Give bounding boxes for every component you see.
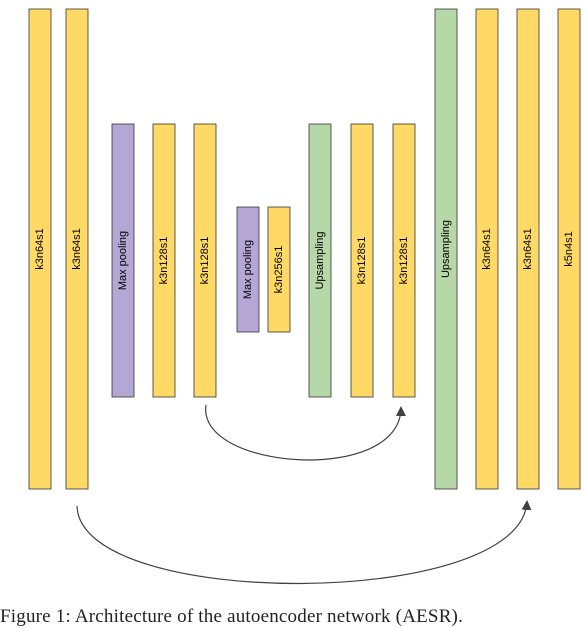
- layer-7-conv: k3n256s1: [267, 206, 291, 333]
- skip-connections-group: [76, 404, 532, 585]
- figure-caption: Figure 1: Architecture of the autoencode…: [0, 606, 464, 627]
- layer-label: Max pooling: [117, 231, 129, 290]
- layer-14-conv: k5n4s1: [557, 8, 581, 490]
- layer-5-conv: k3n128s1: [193, 123, 217, 398]
- layer-label: k3n64s1: [71, 228, 83, 270]
- layer-block: [267, 206, 291, 333]
- layer-10-conv: k3n128s1: [392, 123, 416, 398]
- layer-block: [111, 123, 135, 398]
- layer-block: [65, 8, 89, 490]
- layer-4-conv: k3n128s1: [152, 123, 176, 398]
- layer-block: [392, 123, 416, 398]
- layer-label: k3n64s1: [522, 228, 534, 270]
- layer-label: k3n128s1: [199, 237, 211, 285]
- layer-13-conv: k3n64s1: [516, 8, 540, 490]
- layer-label: k5n4s1: [563, 231, 575, 266]
- skip-connection-arrow: [205, 404, 406, 461]
- layer-block: [516, 8, 540, 490]
- architecture-diagram: k3n64s1 k3n64s1 Max pooling k3n128s1 k3n128s…: [28, 8, 581, 585]
- layer-block: [152, 123, 176, 398]
- layers-group: k3n64s1 k3n64s1 Max pooling k3n128s1 k3n128s…: [28, 8, 581, 490]
- layer-3-pool: Max pooling: [111, 123, 135, 398]
- layer-block: [28, 8, 52, 490]
- layer-11-upsample: Upsampling: [434, 8, 458, 490]
- layer-label: Upsampling: [440, 220, 452, 278]
- layer-12-conv: k3n64s1: [475, 8, 499, 490]
- layer-label: k3n128s1: [356, 237, 368, 285]
- layer-1-conv: k3n64s1: [28, 8, 52, 490]
- layer-2-conv: k3n64s1: [65, 8, 89, 490]
- layer-label: k3n64s1: [34, 228, 46, 270]
- layer-label: k3n128s1: [158, 237, 170, 285]
- layer-9-conv: k3n128s1: [350, 123, 374, 398]
- layer-label: k3n64s1: [481, 228, 493, 270]
- layer-label: k3n256s1: [273, 246, 285, 294]
- skip-connection-arrow: [76, 500, 532, 585]
- layer-label: Upsampling: [314, 231, 326, 289]
- layer-block: [308, 123, 332, 398]
- layer-6-pool: Max pooling: [236, 206, 260, 333]
- layer-block: [193, 123, 217, 398]
- layer-block: [434, 8, 458, 490]
- layer-8-upsample: Upsampling: [308, 123, 332, 398]
- layer-label: k3n128s1: [398, 237, 410, 285]
- layer-block: [557, 8, 581, 490]
- layer-block: [350, 123, 374, 398]
- layer-block: [475, 8, 499, 490]
- layer-label: Max pooling: [242, 240, 254, 299]
- layer-block: [236, 206, 260, 333]
